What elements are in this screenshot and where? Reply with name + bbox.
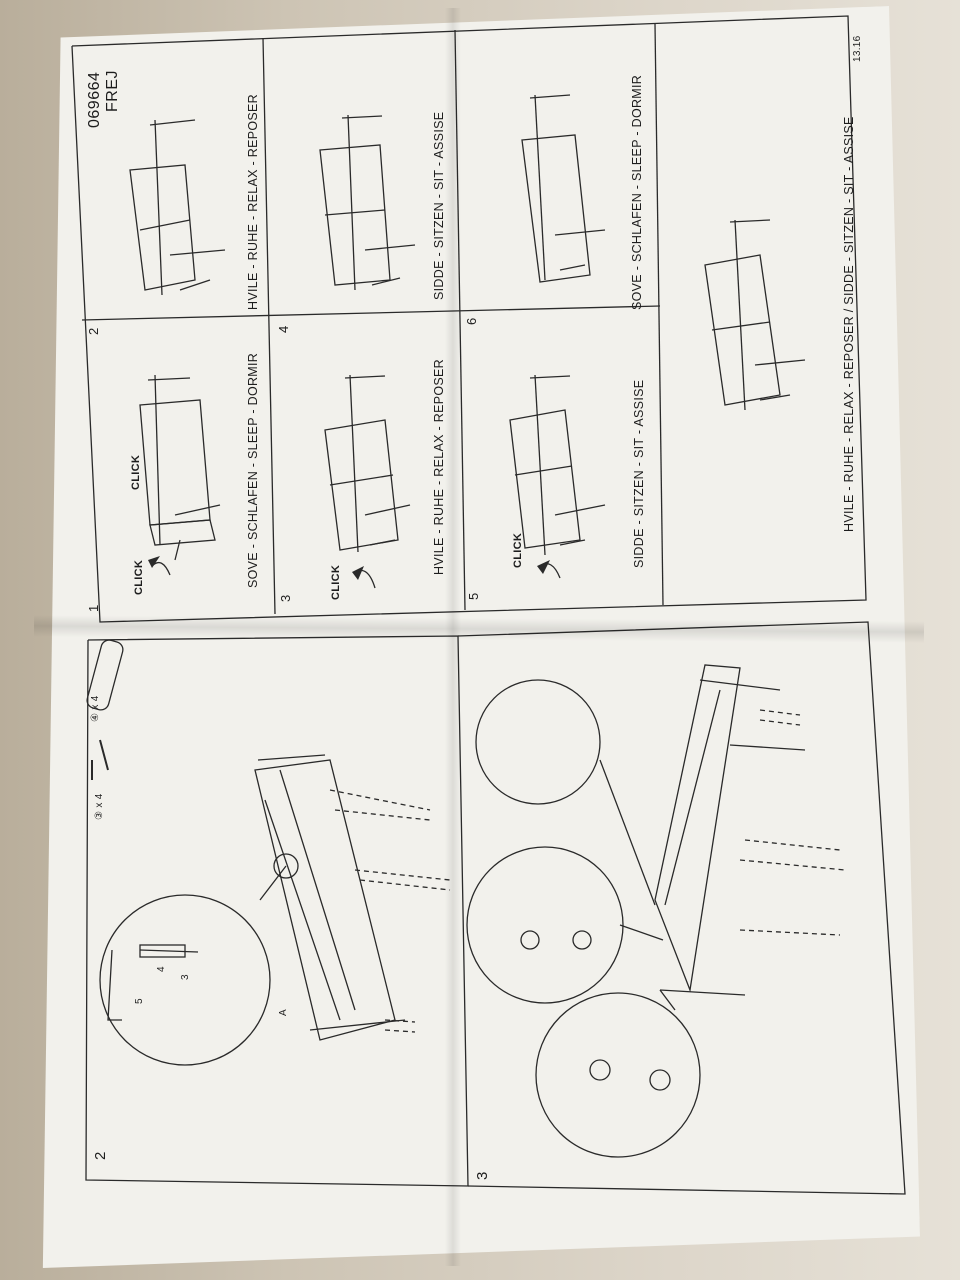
panel3-sofa-drawing (324, 374, 411, 589)
frame-top-panel (71, 15, 867, 623)
click-label-panel1-a: CLICK (133, 559, 145, 595)
panel-caption-1: SOVE - SCHLAFEN - SLEEP - DORMIR (246, 352, 260, 588)
frame-step2 (85, 635, 469, 1187)
hardware-3-qty: ③ x 4 (94, 793, 105, 820)
divider-col-2 (454, 29, 466, 611)
product-name: FREJ (104, 70, 121, 112)
panel-number-6: 6 (464, 317, 479, 325)
part-label-a: A (278, 1009, 289, 1016)
click-label-panel5: CLICK (512, 532, 524, 568)
panel-caption-2: HVILE - RUHE - RELAX - REPOSER (246, 94, 260, 310)
panel-number-1: 1 (86, 604, 101, 612)
click-arrow-panel5 (537, 560, 550, 574)
click-label-panel1-b: CLICK (130, 454, 142, 490)
panel-number-5: 5 (466, 592, 481, 600)
click-arrows (148, 556, 550, 580)
panel-caption-5: SIDDE - SITZEN - SIT - ASSISE (632, 379, 646, 568)
panel6-sofa-drawing (521, 94, 606, 283)
divider-col-3 (654, 23, 664, 606)
footer-caption: HVILE - RUHE - RELAX - REPOSER / SIDDE -… (842, 116, 856, 532)
panel-number-2: 2 (86, 327, 101, 335)
fold-vertical (445, 8, 461, 1266)
divider-col-1 (262, 37, 276, 615)
frame-step3 (457, 621, 906, 1195)
click-arrow-panel1 (148, 556, 160, 568)
panel2-sofa-drawing (129, 119, 226, 296)
panel-caption-3: HVILE - RUHE - RELAX - REPOSER (432, 359, 446, 575)
hardware-4-qty: ④ x 4 (90, 695, 101, 722)
panel4-sofa-drawing (319, 114, 416, 291)
step3-sofa-assembly (466, 664, 846, 1158)
callout-3: 3 (180, 974, 191, 980)
step2-sofa-assembly (86, 639, 451, 1066)
product-code: 069664 (86, 71, 103, 128)
bottom-sofa-drawing (704, 219, 806, 411)
callout-5: 5 (134, 998, 145, 1004)
panel-number-4: 4 (276, 325, 291, 333)
callout-4: 4 (156, 966, 167, 972)
panel5-sofa-drawing (509, 374, 606, 579)
panel-caption-6: SOVE - SCHLAFEN - SLEEP - DORMIR (630, 74, 644, 310)
step2-number: 2 (92, 1151, 109, 1160)
panel-caption-4: SIDDE - SITZEN - SIT - ASSISE (432, 111, 446, 300)
divider-mid (81, 305, 661, 321)
page-id: 13.16 (852, 35, 863, 62)
step3-number: 3 (474, 1171, 491, 1180)
panel1-sofa-drawing (139, 374, 221, 576)
click-arrow-panel3 (352, 566, 364, 580)
click-label-panel3: CLICK (330, 564, 342, 600)
panel-number-3: 3 (278, 594, 293, 602)
